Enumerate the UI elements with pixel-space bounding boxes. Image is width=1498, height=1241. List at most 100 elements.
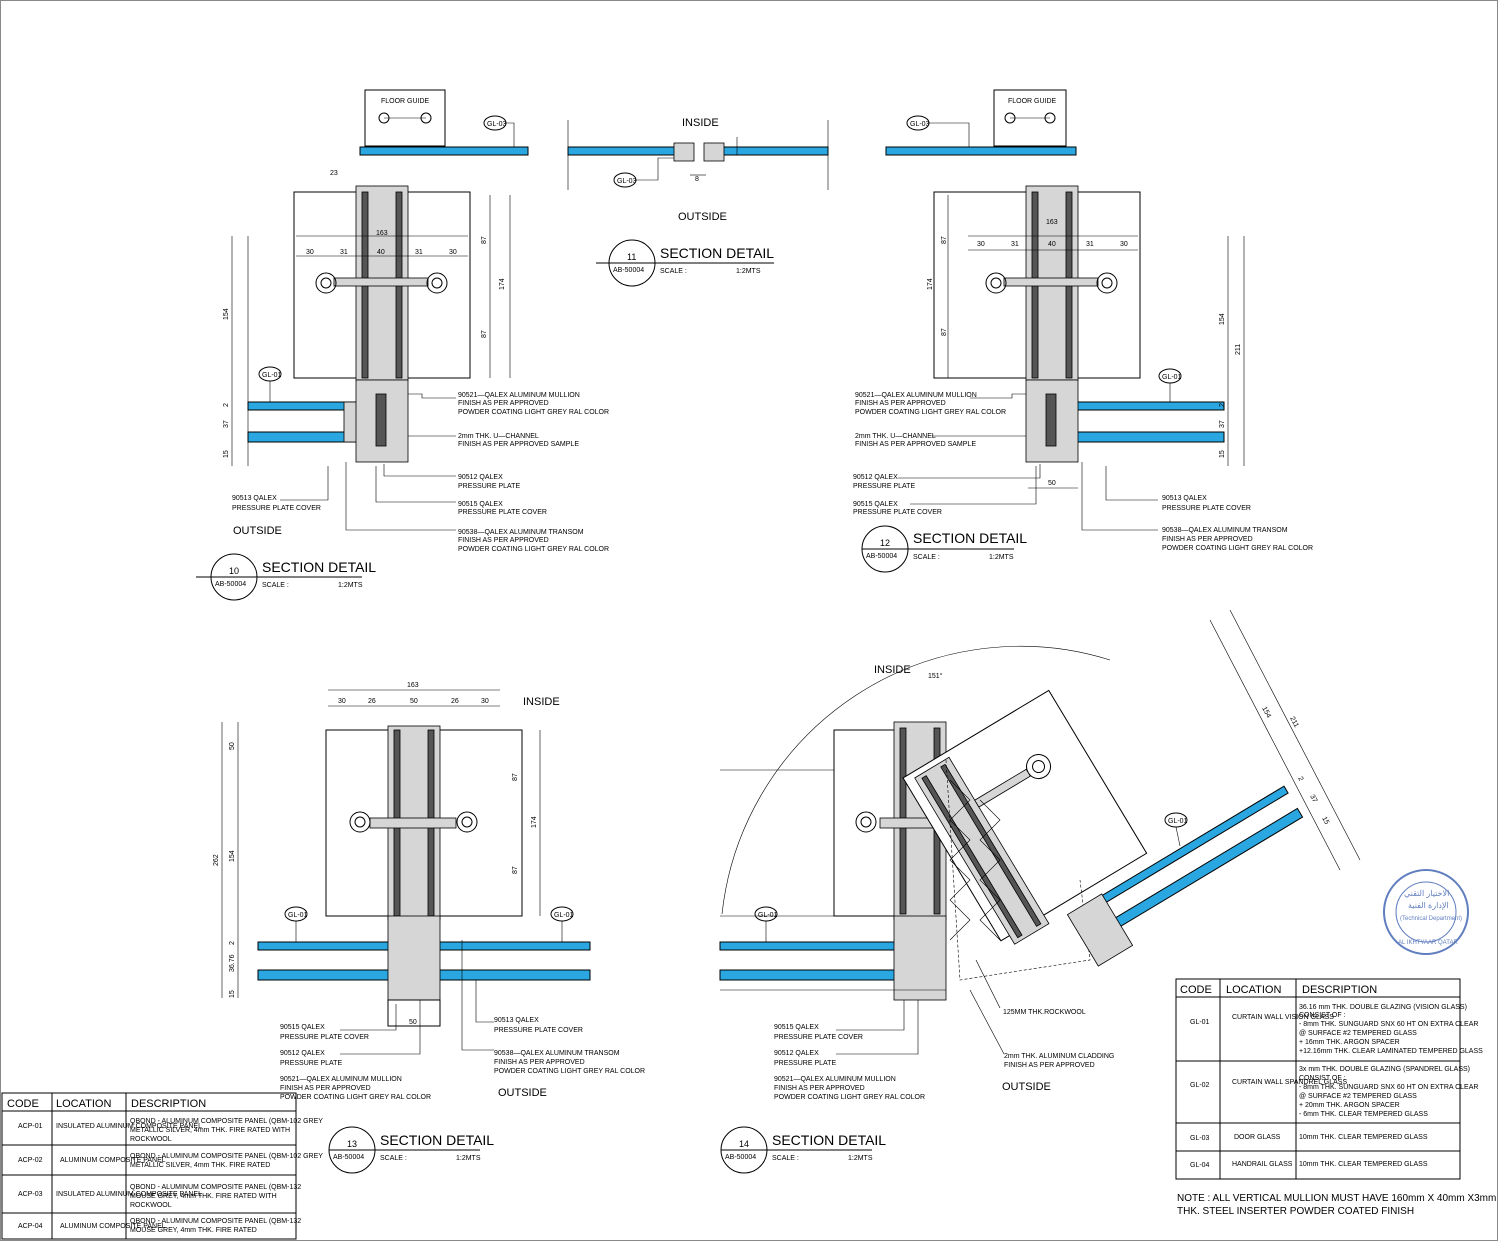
section-title-13: 13 AB-50004 SECTION DETAIL SCALE : 1:2MT… xyxy=(328,1126,494,1174)
mullion-note: NOTE : ALL VERTICAL MULLION MUST HAVE 16… xyxy=(1177,1193,1496,1217)
svg-text:211: 211 xyxy=(1235,344,1242,355)
svg-text:INSIDE: INSIDE xyxy=(874,664,911,676)
svg-text:40: 40 xyxy=(1048,241,1056,248)
svg-text:ROCKWOOL: ROCKWOOL xyxy=(130,1136,172,1143)
svg-text:15: 15 xyxy=(229,990,236,998)
svg-text:PRESSURE PLATE COVER: PRESSURE PLATE COVER xyxy=(232,505,321,512)
svg-text:PRESSURE PLATE COVER: PRESSURE PLATE COVER xyxy=(280,1034,369,1041)
svg-text:GL-03: GL-03 xyxy=(910,121,930,128)
svg-text:AB-50004: AB-50004 xyxy=(215,581,246,588)
svg-text:87: 87 xyxy=(512,866,519,874)
svg-text:GL-01: GL-01 xyxy=(1162,374,1182,381)
svg-text:1:2MTS: 1:2MTS xyxy=(456,1155,481,1162)
svg-text:90513 QALEX: 90513 QALEX xyxy=(1162,495,1207,502)
svg-text:- 8mm THK. SUNGUARD SNX 60 HT: - 8mm THK. SUNGUARD SNX 60 HT ON EXTRA C… xyxy=(1299,1021,1478,1028)
svg-text:QBOND - ALUMINUM COMPOSITE PAN: QBOND - ALUMINUM COMPOSITE PANEL (QBM-13… xyxy=(130,1184,301,1191)
svg-text:31: 31 xyxy=(415,249,423,256)
svg-text:LOCATION: LOCATION xyxy=(1226,984,1281,996)
section-title-14: 14 AB-50004 SECTION DETAIL SCALE : 1:2MT… xyxy=(720,1126,886,1174)
svg-text:SECTION DETAIL: SECTION DETAIL xyxy=(913,530,1027,546)
svg-text:10: 10 xyxy=(229,566,239,576)
svg-text:INSULATED ALUMINUM COMPOSITE P: INSULATED ALUMINUM COMPOSITE PANEL xyxy=(56,1123,202,1130)
svg-text:FINISH AS PER APPROVED: FINISH AS PER APPROVED xyxy=(774,1085,865,1092)
svg-text:SCALE :: SCALE : xyxy=(913,554,940,561)
svg-text:ALUMINUM COMPOSITE PANEL: ALUMINUM COMPOSITE PANEL xyxy=(60,1223,166,1230)
svg-text:AB-50004: AB-50004 xyxy=(866,553,897,560)
svg-text:154: 154 xyxy=(229,850,236,862)
svg-text:FINISH AS PER APPROVED: FINISH AS PER APPROVED xyxy=(494,1059,585,1066)
svg-text:POWDER COATING LIGHT GREY RAL: POWDER COATING LIGHT GREY RAL COLOR xyxy=(1162,545,1313,552)
svg-text:POWDER COATING LIGHT GREY RAL: POWDER COATING LIGHT GREY RAL COLOR xyxy=(280,1094,431,1101)
svg-text:GL-01: GL-01 xyxy=(1190,1019,1210,1026)
svg-text:163: 163 xyxy=(407,682,419,689)
svg-text:174: 174 xyxy=(499,278,506,290)
svg-text:QBOND - ALUMINUM COMPOSITE PAN: QBOND - ALUMINUM COMPOSITE PANEL (QBM-10… xyxy=(130,1118,323,1125)
svg-text:MOUSE GREY, 4mm THK. FIRE RATE: MOUSE GREY, 4mm THK. FIRE RATED WITH xyxy=(130,1193,277,1200)
svg-text:PRESSURE PLATE: PRESSURE PLATE xyxy=(774,1060,836,1067)
svg-text:87: 87 xyxy=(481,236,488,244)
svg-text:87: 87 xyxy=(512,773,519,781)
svg-text:15: 15 xyxy=(223,450,230,458)
svg-text:PRESSURE PLATE COVER: PRESSURE PLATE COVER xyxy=(458,509,547,516)
svg-text:2: 2 xyxy=(1219,403,1226,407)
svg-text:AL IKHTYAAR QATAR: AL IKHTYAAR QATAR xyxy=(1398,940,1458,946)
section-11-drawing: INSIDE OUTSIDE 8 GL-03 xyxy=(567,117,829,223)
svg-text:@ SURFACE #2 TEMPERED GLASS: @ SURFACE #2 TEMPERED GLASS xyxy=(1299,1030,1417,1037)
svg-text:90521—QALEX ALUMINUM MULLION: 90521—QALEX ALUMINUM MULLION xyxy=(280,1076,402,1083)
svg-text:1:2MTS: 1:2MTS xyxy=(736,268,761,275)
svg-text:CODE: CODE xyxy=(1180,984,1212,996)
svg-text:SCALE :: SCALE : xyxy=(660,268,687,275)
svg-text:CODE: CODE xyxy=(7,1098,39,1110)
svg-text:2: 2 xyxy=(1296,776,1304,783)
svg-text:AB-50004: AB-50004 xyxy=(333,1154,364,1161)
svg-text:INSIDE: INSIDE xyxy=(523,696,560,708)
svg-text:1:2MTS: 1:2MTS xyxy=(338,582,363,589)
svg-text:90521—QALEX ALUMINUM MULLION: 90521—QALEX ALUMINUM MULLION xyxy=(458,392,580,399)
svg-text:DESCRIPTION: DESCRIPTION xyxy=(131,1098,206,1110)
svg-text:الإدارة الفنية: الإدارة الفنية xyxy=(1408,901,1449,910)
svg-text:2mm THK. ALUMINUM CLADDING: 2mm THK. ALUMINUM CLADDING xyxy=(1004,1053,1114,1060)
section-13-drawing: INSIDE 163 30 26 50 26 30 50 262 50 154 … xyxy=(213,682,645,1101)
svg-text:DESCRIPTION: DESCRIPTION xyxy=(1302,984,1377,996)
svg-text:POWDER COATING LIGHT GREY RAL: POWDER COATING LIGHT GREY RAL COLOR xyxy=(458,546,609,553)
svg-text:POWDER COATING LIGHT GREY RAL: POWDER COATING LIGHT GREY RAL COLOR xyxy=(494,1068,645,1075)
svg-text:+ 16mm THK. ARGON SPACER: + 16mm THK. ARGON SPACER xyxy=(1299,1039,1400,1046)
svg-text:METALLIC SILVER, 4mm THK. FIRE: METALLIC SILVER, 4mm THK. FIRE RATED WIT… xyxy=(130,1127,290,1134)
svg-text:90512 QALEX: 90512 QALEX xyxy=(280,1050,325,1057)
section-title-12: 12 AB-50004 SECTION DETAIL SCALE : 1:2MT… xyxy=(861,525,1027,573)
svg-text:262: 262 xyxy=(213,854,220,866)
svg-text:37: 37 xyxy=(1219,420,1226,428)
svg-text:26: 26 xyxy=(368,698,376,705)
svg-text:50: 50 xyxy=(229,742,236,750)
svg-text:FINISH AS PER APPROVED: FINISH AS PER APPROVED xyxy=(458,400,549,407)
svg-text:+ 20mm THK. ARGON SPACER: + 20mm THK. ARGON SPACER xyxy=(1299,1102,1400,1109)
svg-text:FINISH AS PER APPROVED SAMPLE: FINISH AS PER APPROVED SAMPLE xyxy=(458,441,579,448)
svg-text:POWDER COATING LIGHT GREY RAL: POWDER COATING LIGHT GREY RAL COLOR xyxy=(774,1094,925,1101)
svg-text:26: 26 xyxy=(451,698,459,705)
svg-text:36.16 mm THK. DOUBLE GLAZING (: 36.16 mm THK. DOUBLE GLAZING (VISION GLA… xyxy=(1299,1004,1467,1011)
inside-label: INSIDE xyxy=(682,117,719,129)
svg-text:POWDER COATING LIGHT GREY RAL: POWDER COATING LIGHT GREY RAL COLOR xyxy=(458,409,609,416)
svg-text:90521—QALEX ALUMINUM MULLION: 90521—QALEX ALUMINUM MULLION xyxy=(855,392,977,399)
rockwool-label: 125MM THK.ROCKWOOL xyxy=(1003,1009,1086,1016)
svg-text:GL-01: GL-01 xyxy=(288,912,308,919)
svg-text:GL-01: GL-01 xyxy=(554,912,574,919)
svg-text:OUTSIDE: OUTSIDE xyxy=(498,1087,547,1099)
svg-text:174: 174 xyxy=(927,278,934,290)
svg-text:90515 QALEX: 90515 QALEX xyxy=(458,501,503,508)
svg-text:50: 50 xyxy=(410,698,418,705)
svg-text:POWDER COATING LIGHT GREY RAL: POWDER COATING LIGHT GREY RAL COLOR xyxy=(855,409,1006,416)
svg-text:211: 211 xyxy=(1288,716,1299,729)
section-14-drawing: INSIDE 151° 154 2 xyxy=(719,609,1361,1101)
svg-text:36.76: 36.76 xyxy=(229,954,236,972)
svg-text:MOUSE GREY, 4mm THK. FIRE RATE: MOUSE GREY, 4mm THK. FIRE RATED xyxy=(130,1227,257,1234)
svg-text:87: 87 xyxy=(481,330,488,338)
svg-text:PRESSURE PLATE: PRESSURE PLATE xyxy=(458,483,520,490)
svg-text:SCALE :: SCALE : xyxy=(772,1155,799,1162)
svg-text:GL-04: GL-04 xyxy=(1190,1162,1210,1169)
svg-text:FINISH AS PER APPROVED SAMPLE: FINISH AS PER APPROVED SAMPLE xyxy=(855,441,976,448)
svg-text:FINISH AS PER APPROVED: FINISH AS PER APPROVED xyxy=(1162,536,1253,543)
svg-text:90515 QALEX: 90515 QALEX xyxy=(774,1024,819,1031)
glass-schedule-table: CODE LOCATION DESCRIPTION GL-01 GL-02 GL… xyxy=(1175,978,1483,1180)
